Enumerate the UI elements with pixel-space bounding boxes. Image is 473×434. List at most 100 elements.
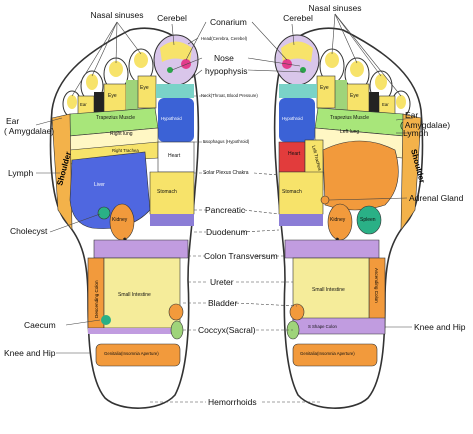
right-neck-zone bbox=[279, 84, 317, 98]
label-neck: Neck(Throat, Blood Pressure) bbox=[201, 93, 258, 98]
left-caecum-dot bbox=[101, 315, 111, 325]
zone-genitalia-right: Genitalia(Insomnia Aperture) bbox=[300, 351, 355, 356]
left-foot bbox=[49, 27, 200, 409]
zone-stomach-left: Stomach bbox=[157, 189, 177, 195]
label-amygdalae-left: ( Amygdalae) bbox=[4, 126, 55, 136]
right-foot bbox=[273, 27, 424, 409]
zone-eye-3: Eye bbox=[320, 85, 329, 91]
zone-eye-2: Eye bbox=[140, 85, 149, 91]
left-genitalia-zone bbox=[95, 343, 181, 367]
zone-hypothroid-left: Hypothroid bbox=[161, 116, 182, 121]
zone-heart-right: Heart bbox=[288, 151, 301, 157]
right-colon-transversum bbox=[284, 239, 380, 259]
left-pancreas-zone bbox=[150, 214, 194, 226]
right-toe-5-sinus bbox=[396, 95, 406, 109]
right-hypothroid-zone bbox=[279, 98, 315, 142]
zone-liver: Liver bbox=[94, 182, 105, 188]
label-ureter: Ureter bbox=[210, 277, 234, 287]
left-stomach-zone bbox=[149, 171, 195, 219]
zone-eye-1: Eye bbox=[108, 93, 117, 99]
label-caecum: Caecum bbox=[24, 320, 56, 330]
right-s-colon-zone bbox=[292, 317, 386, 335]
left-hypothroid-zone bbox=[158, 98, 194, 142]
label-amygdalae-right: ( Amygdalae) bbox=[400, 120, 451, 130]
label-solar-plexus: Solar Plexus Chakra bbox=[203, 170, 249, 176]
left-toe-4-sinus bbox=[86, 74, 98, 90]
left-shoulder-zone bbox=[51, 113, 73, 231]
label-hemorrhoids: Hemorrhoids bbox=[208, 397, 257, 407]
label-knee-hip-left: Knee and Hip bbox=[4, 348, 56, 358]
zone-eye-4: Eye bbox=[350, 93, 359, 99]
zone-kidney-right: Kidney bbox=[330, 217, 346, 223]
label-conarium: Conarium bbox=[210, 17, 247, 27]
right-heart-zone-big bbox=[322, 140, 399, 211]
left-colon-transversum bbox=[93, 239, 189, 259]
left-small-intestine bbox=[103, 257, 181, 329]
left-coccyx-zone bbox=[170, 320, 184, 340]
right-green-zone bbox=[335, 80, 347, 110]
left-lower-colon bbox=[88, 328, 180, 334]
label-ear-right: Ear bbox=[405, 110, 419, 120]
label-ear-left: Ear bbox=[6, 116, 20, 126]
label-duodenum: Duodenum bbox=[206, 227, 248, 237]
label-cerebel-left: Cerebel bbox=[157, 13, 187, 23]
label-coccyx: Coccyx(Sacral) bbox=[198, 325, 256, 335]
zone-spleen: Spleen bbox=[360, 217, 376, 223]
label-nasal-sinuses-left: Nasal sinuses bbox=[90, 10, 144, 20]
left-eye-zone-2 bbox=[137, 75, 157, 109]
leader-lines bbox=[35, 13, 414, 403]
zone-stomach-right: Stomach bbox=[282, 189, 302, 195]
right-spleen-zone bbox=[356, 205, 382, 235]
zone-ascending-colon: Ascending Colon bbox=[374, 268, 379, 303]
label-adrenal-gland: Adrenal Gland bbox=[409, 193, 464, 203]
label-nasal-sinuses-right: Nasal sinuses bbox=[308, 3, 362, 13]
label-hypophysis: hypophysis bbox=[205, 66, 248, 76]
zone-trapezius-left: Trapezius Muscle bbox=[96, 115, 135, 121]
right-small-intestine bbox=[292, 257, 370, 329]
left-liver-zone bbox=[69, 151, 151, 229]
left-cholecyst-dot bbox=[97, 206, 111, 220]
zone-small-intestine-right: Small Intestine bbox=[312, 287, 345, 293]
zone-right-lung: Right lung bbox=[110, 131, 133, 137]
zone-trapezius-right: Trapezius Muscle bbox=[330, 115, 369, 121]
left-conarium-dot bbox=[181, 59, 191, 69]
left-neck-zone bbox=[156, 84, 194, 98]
zone-descending-colon: Descending Colon bbox=[94, 280, 99, 318]
zone-ear-small-2: Ear bbox=[382, 102, 389, 107]
right-stomach-zone bbox=[278, 171, 324, 219]
left-big-toe-cerebel bbox=[160, 41, 192, 62]
left-bladder-zone bbox=[168, 303, 184, 321]
right-genitalia-zone bbox=[292, 343, 378, 367]
zone-s-shape-colon: S Shape Colon bbox=[308, 324, 337, 329]
right-hypophysis-dot bbox=[300, 67, 306, 73]
right-pancreas-zone bbox=[279, 214, 323, 226]
label-colon-transversum: Colon Transversum bbox=[204, 251, 278, 261]
zone-right-trachea: Right Trachea bbox=[112, 148, 139, 153]
right-eye-zone-2 bbox=[316, 75, 336, 109]
right-shoulder-zone bbox=[400, 113, 422, 231]
zone-ear-small-1: Ear bbox=[80, 102, 87, 107]
right-heart-zone-small bbox=[278, 141, 306, 173]
left-toe-5-sinus bbox=[67, 95, 77, 109]
label-lymph-left: Lymph bbox=[8, 168, 34, 178]
right-adrenal-dot bbox=[320, 195, 330, 205]
label-esophagus: Esophagus (Hypothroid) bbox=[203, 139, 250, 144]
left-heart-zone bbox=[157, 141, 195, 173]
right-ear-dark bbox=[369, 92, 379, 116]
label-pancreatic: Pancreatic bbox=[205, 205, 246, 215]
right-big-toe-cerebel bbox=[281, 41, 313, 62]
zone-hypothroid-right: Hypothroid bbox=[282, 116, 303, 121]
label-knee-hip-right: Knee and Hip bbox=[414, 322, 466, 332]
left-green-zone bbox=[126, 80, 138, 110]
left-hypophysis-dot bbox=[167, 67, 173, 73]
zone-kidney-left: Kidney bbox=[112, 217, 128, 223]
right-toe-2-sinus bbox=[325, 52, 339, 68]
zone-left-lung: Left lung bbox=[340, 129, 360, 135]
right-bladder-zone bbox=[289, 303, 305, 321]
label-bladder: Bladder bbox=[208, 298, 238, 308]
label-cholecyst: Cholecyst bbox=[10, 226, 48, 236]
label-head: Head(Cerebra, Cerebel) bbox=[201, 36, 248, 41]
zone-small-intestine-left: Small Intestine bbox=[118, 292, 151, 298]
zone-heart-left: Heart bbox=[168, 153, 181, 159]
